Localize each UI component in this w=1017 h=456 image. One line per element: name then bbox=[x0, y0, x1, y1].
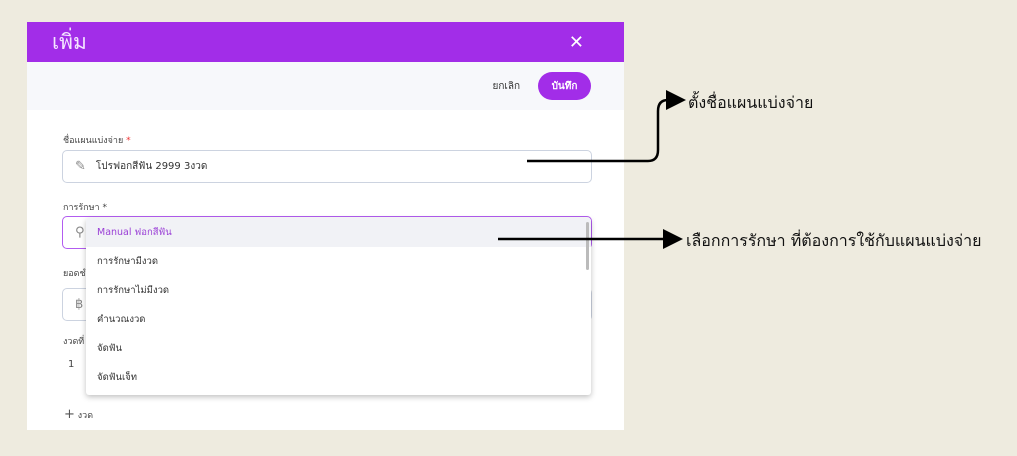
dropdown-item[interactable]: Manual ฟอกสีฟัน bbox=[86, 218, 591, 247]
dropdown-scrollbar[interactable] bbox=[586, 222, 589, 270]
amount-label: ยอดชำระ bbox=[63, 269, 101, 279]
plan-name-label: ชื่อแผนแบ่งจ่าย * bbox=[63, 136, 131, 146]
plan-name-input[interactable]: ✎ โปรฟอกสีฟัน 2999 3งวด bbox=[62, 150, 592, 183]
dropdown-item[interactable]: จัดฟัน bbox=[97, 343, 122, 354]
dialog-title: เพิ่ม bbox=[52, 29, 87, 54]
plus-icon: + bbox=[64, 407, 75, 422]
add-installment-button[interactable]: + งวด bbox=[64, 407, 94, 422]
dialog-header: เพิ่ม ✕ bbox=[27, 22, 624, 62]
dropdown-item[interactable]: การรักษามีงวด bbox=[97, 256, 159, 267]
annotation-plan-name: ตั้งชื่อแผนแบ่งจ่าย bbox=[688, 93, 814, 112]
dropdown-item[interactable]: คำนวณงวด bbox=[97, 314, 146, 325]
arrow-plan-name bbox=[527, 90, 686, 163]
dropdown-item[interactable]: การรักษาไม่มีงวด bbox=[97, 285, 170, 296]
pencil-icon: ✎ bbox=[75, 159, 86, 174]
treatment-label: การรักษา * bbox=[63, 203, 107, 213]
add-dialog: เพิ่ม ✕ ยกเลิก บันทึก ชื่อแผนแบ่งจ่าย * … bbox=[27, 22, 624, 430]
baht-icon: ฿ bbox=[75, 297, 84, 312]
cancel-button[interactable]: ยกเลิก bbox=[492, 80, 520, 92]
toolbar: ยกเลิก บันทึก bbox=[27, 62, 624, 110]
annotation-treatment: เลือกการรักษา ที่ต้องการใช้กับแผนแบ่งจ่า… bbox=[686, 231, 982, 250]
close-icon[interactable]: ✕ bbox=[568, 31, 584, 53]
installment-number: 1 bbox=[68, 359, 75, 370]
save-button[interactable]: บันทึก bbox=[538, 72, 591, 100]
dropdown-item[interactable]: จัดฟันเจ็ท bbox=[97, 372, 138, 383]
search-icon: ⚲ bbox=[75, 225, 85, 240]
plan-name-value: โปรฟอกสีฟัน 2999 3งวด bbox=[95, 161, 208, 172]
treatment-dropdown: Manual ฟอกสีฟัน การรักษามีงวด การรักษาไม… bbox=[86, 218, 591, 395]
installment-label: งวดที่ bbox=[63, 337, 85, 347]
